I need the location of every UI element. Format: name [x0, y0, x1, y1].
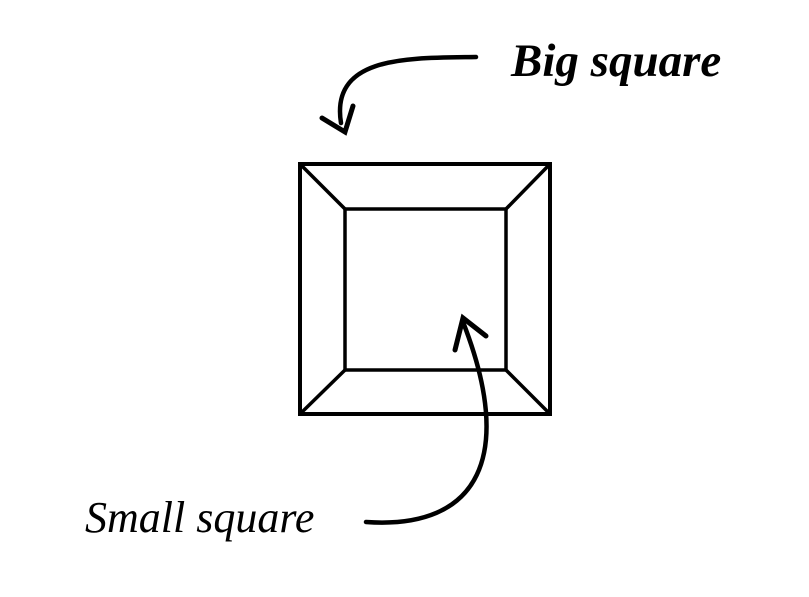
small-square-arrow — [363, 319, 489, 525]
big-square-label: Big square — [511, 35, 722, 87]
corner-connector-top-left — [298, 162, 347, 211]
small-square-arrowhead — [452, 313, 489, 353]
small-square — [343, 207, 508, 372]
corner-connector-bottom-right — [504, 368, 552, 416]
big-square-arrowhead — [319, 103, 356, 136]
big-square-arrow — [337, 54, 479, 126]
corner-connector-bottom-left — [298, 368, 347, 416]
corner-connector-top-right — [504, 162, 552, 211]
small-square-label: Small square — [85, 493, 315, 542]
big-square — [298, 162, 552, 416]
